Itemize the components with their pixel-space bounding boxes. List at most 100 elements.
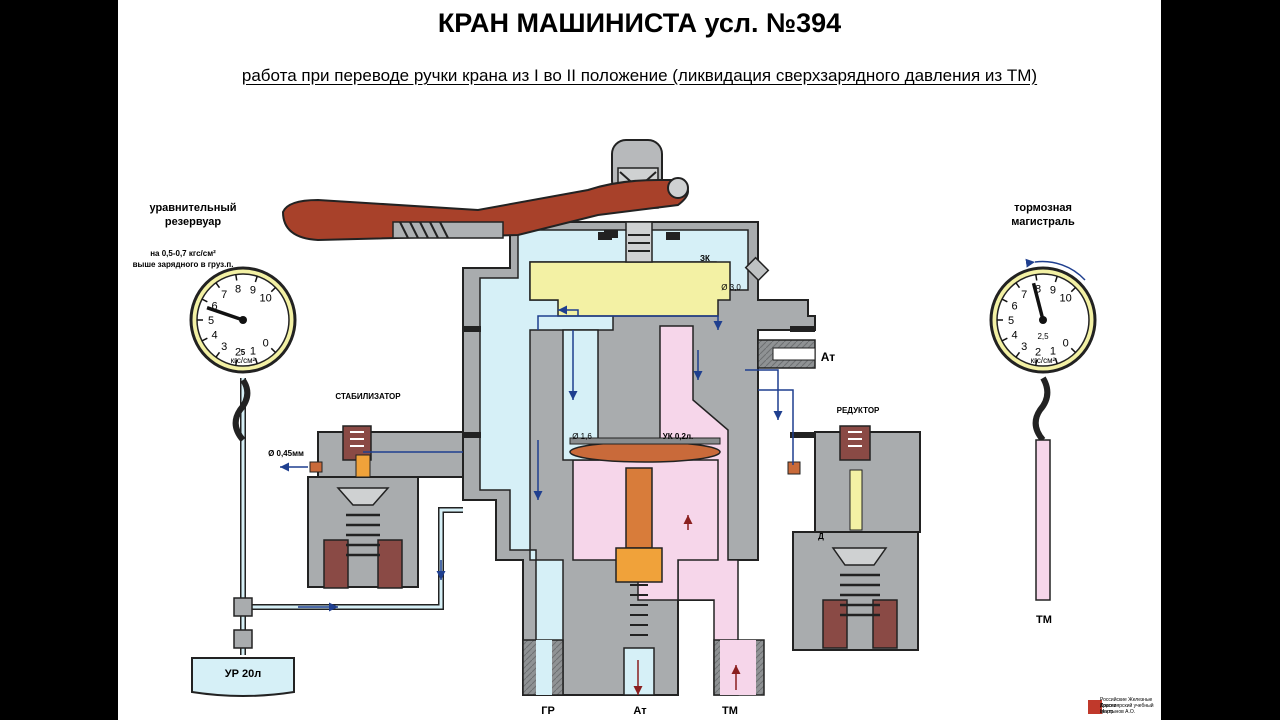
right-gauge-tick	[1001, 337, 1008, 342]
reducer-top-spring	[848, 431, 862, 447]
left-gauge-tick	[201, 298, 208, 303]
right-gauge-tick-label: 0	[1063, 338, 1069, 350]
at-right-label: Ат	[820, 350, 836, 364]
logo-text-1: Российские Железные Дороги	[1100, 697, 1153, 709]
handle-screw	[667, 177, 689, 199]
stabilizer-nut-right	[377, 539, 403, 589]
diaphragm-plate	[569, 437, 721, 445]
right-gauge-tick	[1015, 282, 1021, 289]
flange-gasket-right-2	[790, 326, 815, 332]
stabilizer-valve	[355, 454, 371, 478]
gr-bottom-label: ГР	[541, 705, 555, 717]
tm-pipe	[1035, 439, 1051, 601]
left-gauge-tick-label: 4	[211, 330, 217, 342]
right-gauge-tick	[1035, 359, 1038, 366]
right-gauge-tick-label: 4	[1011, 330, 1017, 342]
right-gauge-tick-label: 8	[1035, 283, 1041, 295]
gr-outlet-air	[536, 640, 552, 695]
left-gauge-note-2: выше зарядного в груз.п.	[132, 260, 234, 269]
reducer-spring	[840, 573, 880, 617]
handle-assembly	[281, 139, 689, 263]
reducer-label: РЕДУКТОР	[836, 406, 880, 415]
page-subtitle: работа при переводе ручки крана из I во …	[241, 66, 1038, 85]
left-gauge-needle	[206, 306, 244, 322]
left-gauge-tick	[235, 274, 238, 281]
left-gauge-tick-label: 10	[260, 292, 272, 304]
logo-mark: РЖД	[1089, 714, 1101, 720]
diaphragm	[569, 441, 721, 463]
arrow-right-down	[745, 369, 783, 420]
nipple	[744, 256, 770, 282]
right-gauge-hub	[1039, 316, 1047, 324]
left-gauge-mark: 5	[240, 348, 246, 357]
tm-hose	[1032, 376, 1051, 442]
seal-top	[604, 230, 618, 238]
tm-pipeline	[1032, 376, 1051, 601]
stabilizer-label: СТАБИЛИЗАТОР	[335, 392, 401, 401]
stabilizer-spring	[346, 513, 380, 557]
reservoir-label: УР 20л	[224, 668, 262, 680]
uk-label: УК 0,2л.	[662, 432, 694, 441]
right-gauge-title-2: магистраль	[1011, 216, 1075, 228]
ur-hose	[232, 378, 251, 442]
logo-text-3: Мартынов А.О.	[1100, 709, 1136, 715]
at-outlet	[623, 647, 655, 696]
handle-latch	[392, 221, 504, 239]
reducer-nut-left	[822, 599, 848, 649]
left-gauge-note-1: на 0,5-0,7 кгс/см²	[150, 249, 216, 258]
stabilizer-body-top	[317, 431, 464, 478]
stem-spring	[628, 234, 650, 252]
right-gauge-tick-label: 10	[1060, 292, 1072, 304]
piston-spring	[630, 584, 648, 636]
left-gauge-title-1: уравнительный	[149, 202, 237, 214]
right-gauge-mark: 2,5	[1037, 332, 1049, 341]
right-gauge-tick-label: 9	[1050, 285, 1056, 297]
left-gauge-tick	[215, 282, 221, 289]
zk-label: ЗК	[700, 254, 710, 263]
ur-reservoir	[191, 657, 295, 697]
flange-gasket-left	[463, 326, 481, 332]
stabilizer-piston	[336, 487, 390, 506]
stabilizer-top-spring	[350, 431, 364, 447]
reducer	[758, 389, 921, 651]
ur-branch	[250, 508, 463, 609]
right-gauge-tick	[1054, 357, 1058, 364]
flow-arrows	[533, 305, 783, 500]
orifice-label: Ø 0,45мм	[268, 449, 304, 458]
flange-gasket-right	[790, 432, 815, 438]
left-gauge-tick-label: 6	[211, 300, 217, 312]
left-gauge-tick-label: 1	[250, 345, 256, 357]
right-gauge-tick	[1070, 347, 1077, 354]
left-gauge-tick-label: 5	[208, 315, 214, 327]
right-gauge-tick	[1070, 286, 1077, 293]
right-gauge-tick	[1001, 298, 1008, 303]
right-gauge-tick-label: 3	[1021, 341, 1027, 353]
right-gauge-needle	[1031, 282, 1045, 321]
orifice-045	[309, 461, 323, 473]
arrow-top-right	[537, 315, 723, 330]
left-gauge-tick	[215, 351, 221, 358]
right-gauge-tick-label: 6	[1011, 300, 1017, 312]
left-gauge-tick-label: 0	[263, 338, 269, 350]
reservoir-fitting	[233, 629, 253, 649]
left-gauge-tick-label: 9	[250, 285, 256, 297]
right-gauge-tick-label: 7	[1021, 289, 1027, 301]
stabilizer-nut-left	[323, 539, 349, 589]
right-gauge-tick	[1035, 274, 1038, 281]
tm-outlet-air	[720, 640, 756, 695]
slide: КРАН МАШИНИСТА усл. №394 работа при пере…	[118, 0, 1161, 720]
reducer-piston	[831, 547, 888, 566]
tm-bottom-label: ТМ	[722, 705, 738, 717]
logo-text-2: Красноярский учебный центр	[1100, 703, 1154, 715]
arrow-top-left	[558, 305, 579, 316]
left-gauge-tick	[235, 359, 238, 366]
right-gauge-tick-label: 5	[1008, 315, 1014, 327]
left-gauge-tick	[270, 347, 277, 354]
left-gauge-tick-label: 7	[221, 289, 227, 301]
at-bottom-label: Ат	[633, 705, 647, 717]
left-gauge-tick	[254, 276, 258, 283]
